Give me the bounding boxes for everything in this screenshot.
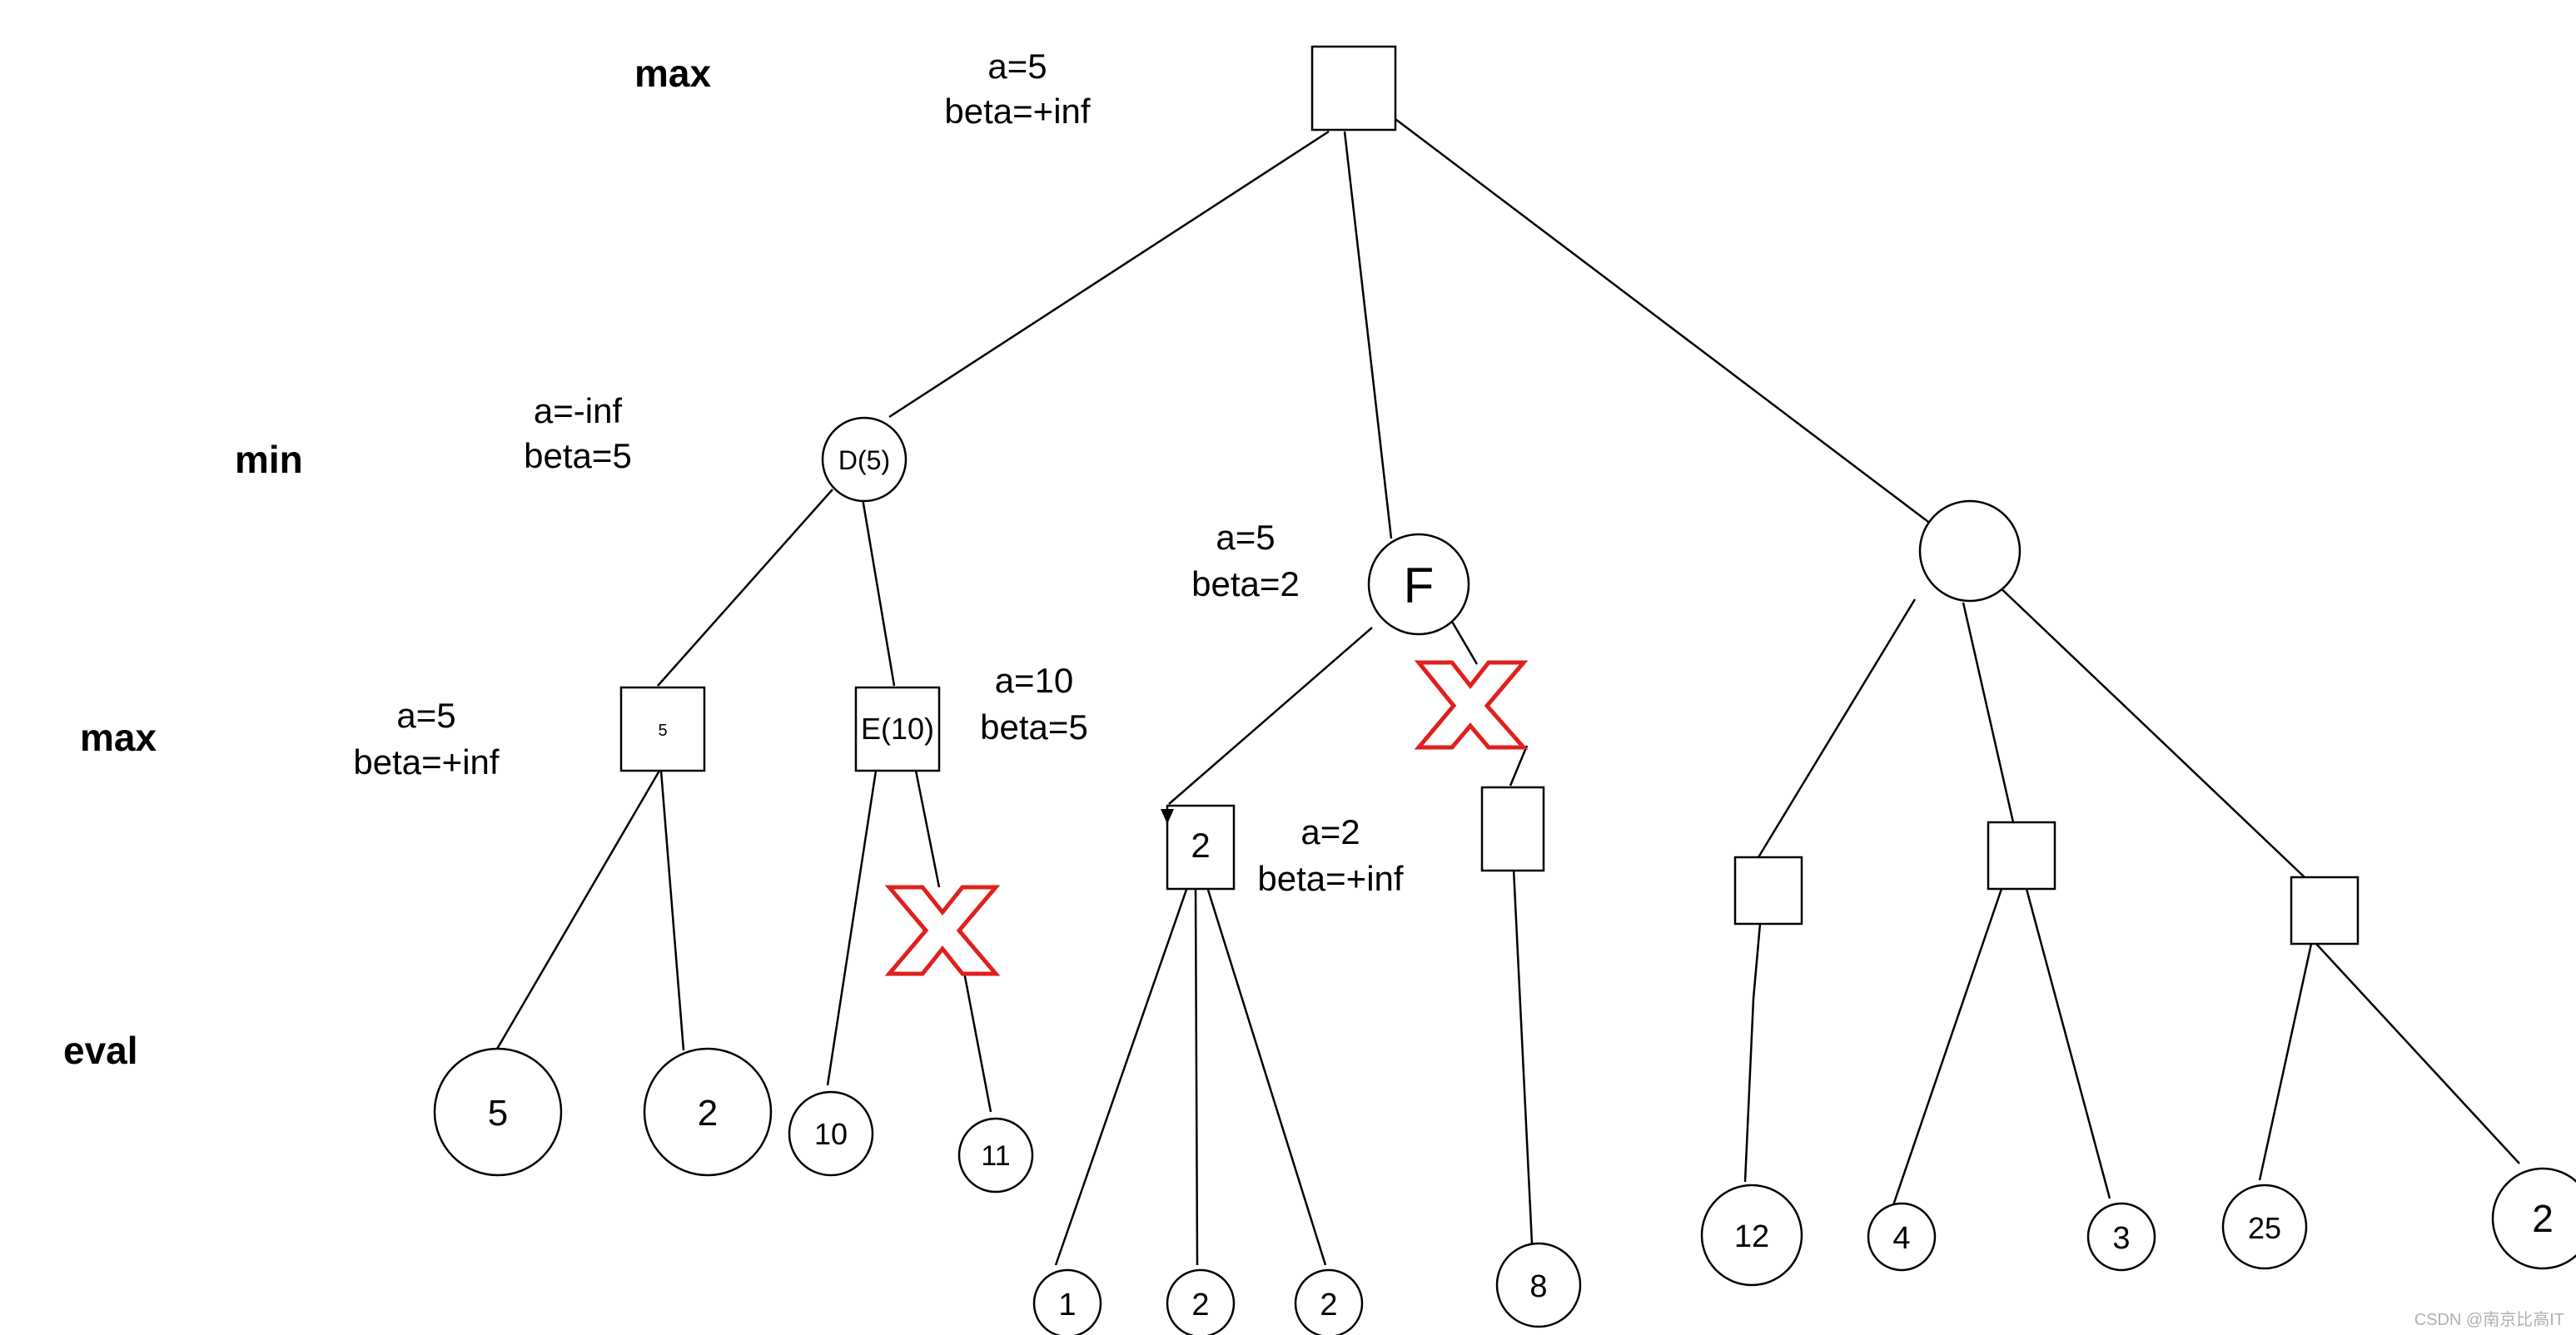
node-E-label: E(10) [861,712,934,746]
edge-E-leaf10 [826,770,878,1086]
edge-max5-leaf2 [659,770,685,1051]
edge-right-rmax2 [1962,602,2015,823]
node-right-min [1918,499,2022,603]
alpha-beta-annotations: a=5 beta=+inf a=-inf beta=5 a=5 beta=+in… [353,47,1403,898]
leaf-3: 3 [2086,1202,2156,1272]
leaf-1-label: 1 [1058,1288,1076,1323]
node-right-max-3 [2290,876,2360,945]
leaf-4: 4 [1867,1202,1937,1272]
leaf-8-label: 8 [1529,1269,1547,1304]
annotation-leftmax-beta: beta=+inf [353,742,499,782]
node-pruned-max [1480,786,1545,872]
leaf-8: 8 [1495,1242,1582,1328]
annotation-E-beta: beta=5 [980,707,1088,747]
leaf-10-label: 10 [814,1117,848,1151]
leaf-2c: 2 [1294,1268,1364,1335]
annotation-root-alpha: a=5 [987,47,1047,86]
annotation-Fchild-beta: beta=+inf [1257,859,1403,898]
annotation-Fchild-alpha: a=2 [1300,812,1360,851]
annotation-root-beta: beta=+inf [944,92,1090,131]
level-label-eval: eval [63,1029,138,1072]
edge-D-max5 [657,489,833,687]
leaf-5: 5 [433,1047,563,1177]
level-label-max: max [80,716,157,759]
node-right-max-2 [1987,821,2056,891]
edge-root-D [888,130,1330,419]
leaf-25: 25 [2221,1184,2308,1270]
annotation-F-beta: beta=2 [1191,564,1300,603]
node-F-max: 2 [1161,804,1236,891]
watermark: CSDN @南京比高IT [2414,1310,2564,1329]
cursor-arrow-icon [1161,809,1174,824]
level-label-root: max [634,52,711,95]
node-root [1310,45,1397,132]
prune-x-icon [1414,660,1529,750]
node-E: E(10) [854,686,941,772]
annotation-D-alpha: a=-inf [534,391,623,430]
leaf-nodes: 5 2 10 11 1 2 2 8 [433,1047,2576,1335]
edge-Fmax-leaf2b [1194,886,1199,1266]
node-F: F [1367,533,1470,636]
leaf-25-label: 25 [2248,1211,2281,1245]
node-F-label: F [1404,558,1435,613]
internal-nodes: D(5) F 5 E(10) 2 [619,45,2360,945]
edge-Fmax-leaf1 [1054,886,1189,1266]
leaf-1: 1 [1032,1268,1102,1335]
edge-D-E [861,498,896,687]
edge-E-leaf11-b [962,971,992,1113]
node-F-max-label: 2 [1191,826,1210,865]
leaf-2a-label: 2 [698,1093,718,1134]
node-D: D(5) [821,416,908,503]
annotation-leftmax-alpha: a=5 [396,696,455,735]
edge-root-right [1385,111,1932,525]
leaf-4-label: 4 [1892,1221,1910,1256]
node-max-5-label: 5 [658,722,667,740]
edge-right-rmax3 [1994,582,2305,878]
node-max-5: 5 [619,686,706,772]
edge-max5-leaf5 [495,770,661,1051]
level-label-min: min [235,438,303,481]
edge-rmax2-leaf4 [1892,888,2003,1206]
leaf-12: 12 [1700,1184,1803,1287]
node-D-label: D(5) [838,445,890,475]
edge-right-rmax1 [1757,598,1917,858]
leaf-2d-label: 2 [2532,1197,2554,1240]
edge-E-leaf11 [914,770,941,888]
edge-pruned-leaf8 [1512,868,1534,1244]
leaf-11: 11 [957,1117,1034,1194]
prune-x-icon [884,885,1001,976]
edge-F-pruned [1447,615,1479,665]
leaf-2b: 2 [1166,1268,1236,1335]
leaf-10: 10 [788,1090,874,1177]
leaf-5-label: 5 [488,1093,508,1134]
edge-Fmax-leaf2c [1206,886,1327,1266]
annotation-D-beta: beta=5 [524,436,632,475]
leaf-2a: 2 [643,1047,773,1177]
annotation-E-alpha: a=10 [995,661,1074,700]
edge-F-Fmax [1168,627,1373,805]
edge-rmax3-leaf25 [2258,943,2313,1181]
annotation-F-alpha: a=5 [1216,518,1275,557]
level-labels: max min max eval [63,52,711,1072]
edge-F-pruned-b [1509,745,1529,787]
edge-rmax1-leaf12 [1743,923,1762,1183]
leaf-2c-label: 2 [1320,1288,1337,1323]
edge-rmax3-leaf2d [2315,943,2520,1164]
edge-rmax2-leaf3 [2025,888,2111,1199]
leaf-12-label: 12 [1734,1219,1769,1254]
edge-root-F [1343,131,1393,539]
leaf-3-label: 3 [2112,1221,2130,1256]
leaf-2b-label: 2 [1191,1288,1209,1323]
leaf-11-label: 11 [981,1140,1010,1172]
tree-edges [495,111,2520,1266]
prune-marks [884,660,1529,976]
leaf-2d: 2 [2491,1167,2576,1270]
node-right-max-1 [1733,856,1803,926]
